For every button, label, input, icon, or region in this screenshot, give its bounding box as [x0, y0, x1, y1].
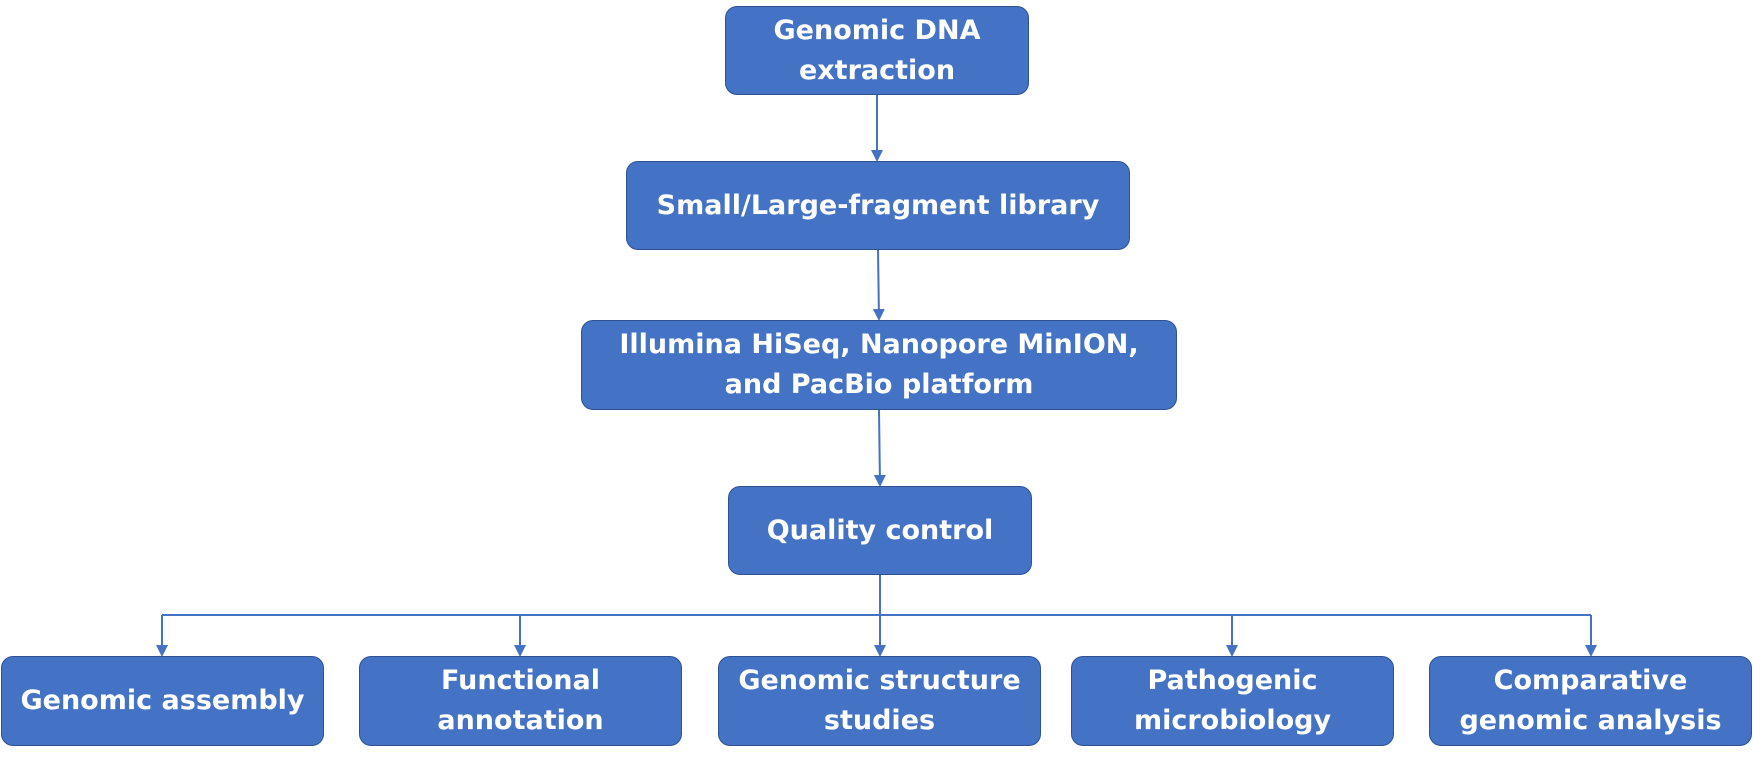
node-quality-control: Quality control: [728, 486, 1032, 575]
arrow-library-to-platform: [872, 249, 885, 321]
node-label: Genomic structure studies: [738, 665, 1021, 736]
node-label: Small/Large-fragment library: [656, 189, 1100, 221]
node-label: Illumina HiSeq, Nanopore MinION, and Pac…: [619, 329, 1139, 400]
node-label: Genomic DNA extraction: [773, 14, 981, 86]
node-label: Quality control: [766, 514, 994, 546]
node-genomic-structure-studies: Genomic structure studies: [718, 656, 1041, 746]
node-sequencing-platform: Illumina HiSeq, Nanopore MinION, and Pac…: [581, 320, 1177, 410]
node-fragment-library: Small/Large-fragment library: [626, 161, 1130, 250]
node-genomic-dna-extraction: Genomic DNA extraction: [725, 6, 1029, 95]
node-genomic-assembly: Genomic assembly: [1, 656, 324, 746]
node-label: Genomic assembly: [20, 685, 305, 716]
node-functional-annotation: Functional annotation: [359, 656, 682, 746]
arrow-platform-to-qc: [873, 409, 886, 487]
node-comparative-genomic-analysis: Comparative genomic analysis: [1429, 656, 1752, 746]
node-label: Functional annotation: [437, 665, 604, 736]
node-label: Pathogenic microbiology: [1133, 665, 1332, 736]
node-pathogenic-microbiology: Pathogenic microbiology: [1071, 656, 1394, 746]
node-label: Comparative genomic analysis: [1459, 665, 1722, 736]
